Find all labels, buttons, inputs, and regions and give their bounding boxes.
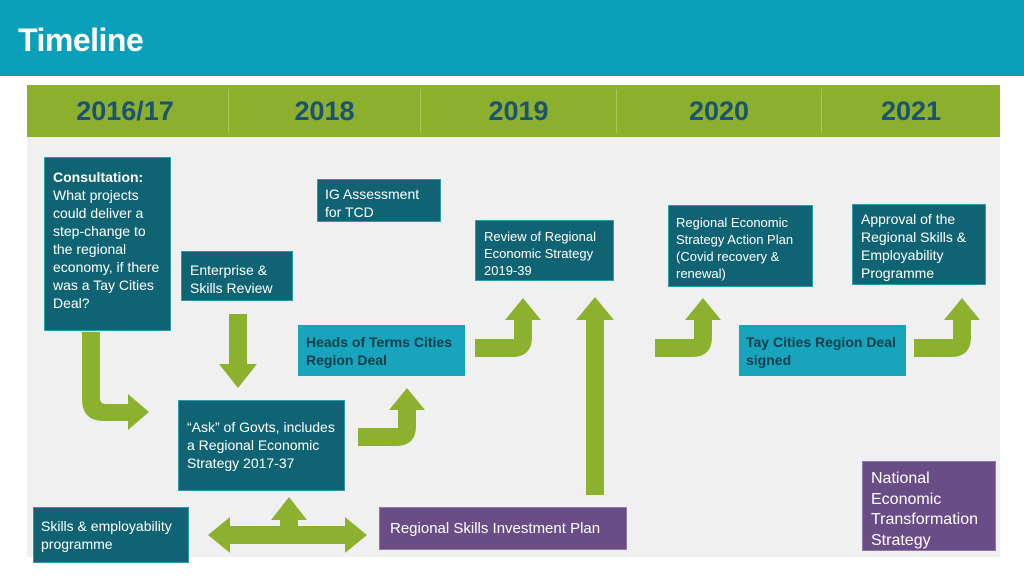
tay-cities-signed-text: Tay Cities Region Deal signed	[746, 334, 896, 368]
year-label-2021: 2021	[880, 96, 942, 126]
skills-employability-text: Skills & employability programme	[41, 518, 172, 552]
approval-rsep-box: Approval of the Regional Skills & Employ…	[852, 204, 986, 285]
rsip-box: Regional Skills Investment Plan	[379, 507, 627, 550]
year-bar: 2016/17 2018 2019 2020 2021	[27, 85, 1000, 137]
review-res-text: Review of Regional Economic Strategy 201…	[484, 229, 597, 278]
enterprise-review-text: Enterprise & Skills Review	[190, 262, 273, 296]
arrow-right-up	[358, 388, 425, 446]
res-action-plan-box: Regional Economic Strategy Action Plan (…	[668, 205, 813, 287]
ig-assessment-box: IG Assessment for TCD	[317, 179, 441, 222]
enterprise-review-box: Enterprise & Skills Review	[181, 251, 293, 301]
consultation-heading: Consultation:	[53, 169, 144, 185]
year-label-2020: 2020	[688, 96, 750, 126]
year-divider	[616, 89, 617, 133]
heads-of-terms-box: Heads of Terms Cities Region Deal	[298, 325, 465, 376]
year-label-2019: 2019	[488, 96, 549, 126]
arrow-up-long	[576, 297, 614, 495]
arrow-right-up	[914, 298, 980, 357]
arrow-double-horizontal	[208, 497, 367, 553]
tay-cities-signed-box: Tay Cities Region Deal signed	[739, 325, 906, 376]
arrow-down-right	[82, 332, 149, 430]
year-divider	[420, 89, 421, 133]
ask-of-govts-box: “Ask” of Govts, includes a Regional Econ…	[178, 400, 345, 491]
year-divider	[228, 89, 229, 133]
heads-of-terms-text: Heads of Terms Cities Region Deal	[306, 334, 453, 368]
consultation-box: Consultation: What projects could delive…	[44, 157, 171, 331]
review-res-box: Review of Regional Economic Strategy 201…	[475, 220, 614, 281]
title-banner: Timeline	[0, 0, 1024, 76]
res-action-plan-text: Regional Economic Strategy Action Plan (…	[676, 215, 794, 281]
ig-assessment-text: IG Assessment for TCD	[325, 186, 420, 220]
rsip-text: Regional Skills Investment Plan	[390, 520, 601, 537]
year-label-2016-17: 2016/17	[76, 96, 174, 126]
skills-employability-box: Skills & employability programme	[33, 507, 189, 563]
arrow-right-up	[655, 298, 721, 357]
year-divider	[821, 89, 822, 133]
arrow-right-up	[475, 298, 541, 357]
approval-rsep-text: Approval of the Regional Skills & Employ…	[861, 211, 967, 281]
arrow-down	[219, 314, 257, 388]
page-title: Timeline	[18, 22, 144, 58]
ask-of-govts-text: “Ask” of Govts, includes a Regional Econ…	[187, 419, 335, 471]
year-label-2018: 2018	[294, 96, 355, 126]
nets-box: National Economic Transformation Strateg…	[862, 461, 996, 551]
nets-text: National Economic Transformation Strateg…	[871, 470, 978, 549]
consultation-body: What projects could deliver a step-chang…	[53, 187, 160, 311]
